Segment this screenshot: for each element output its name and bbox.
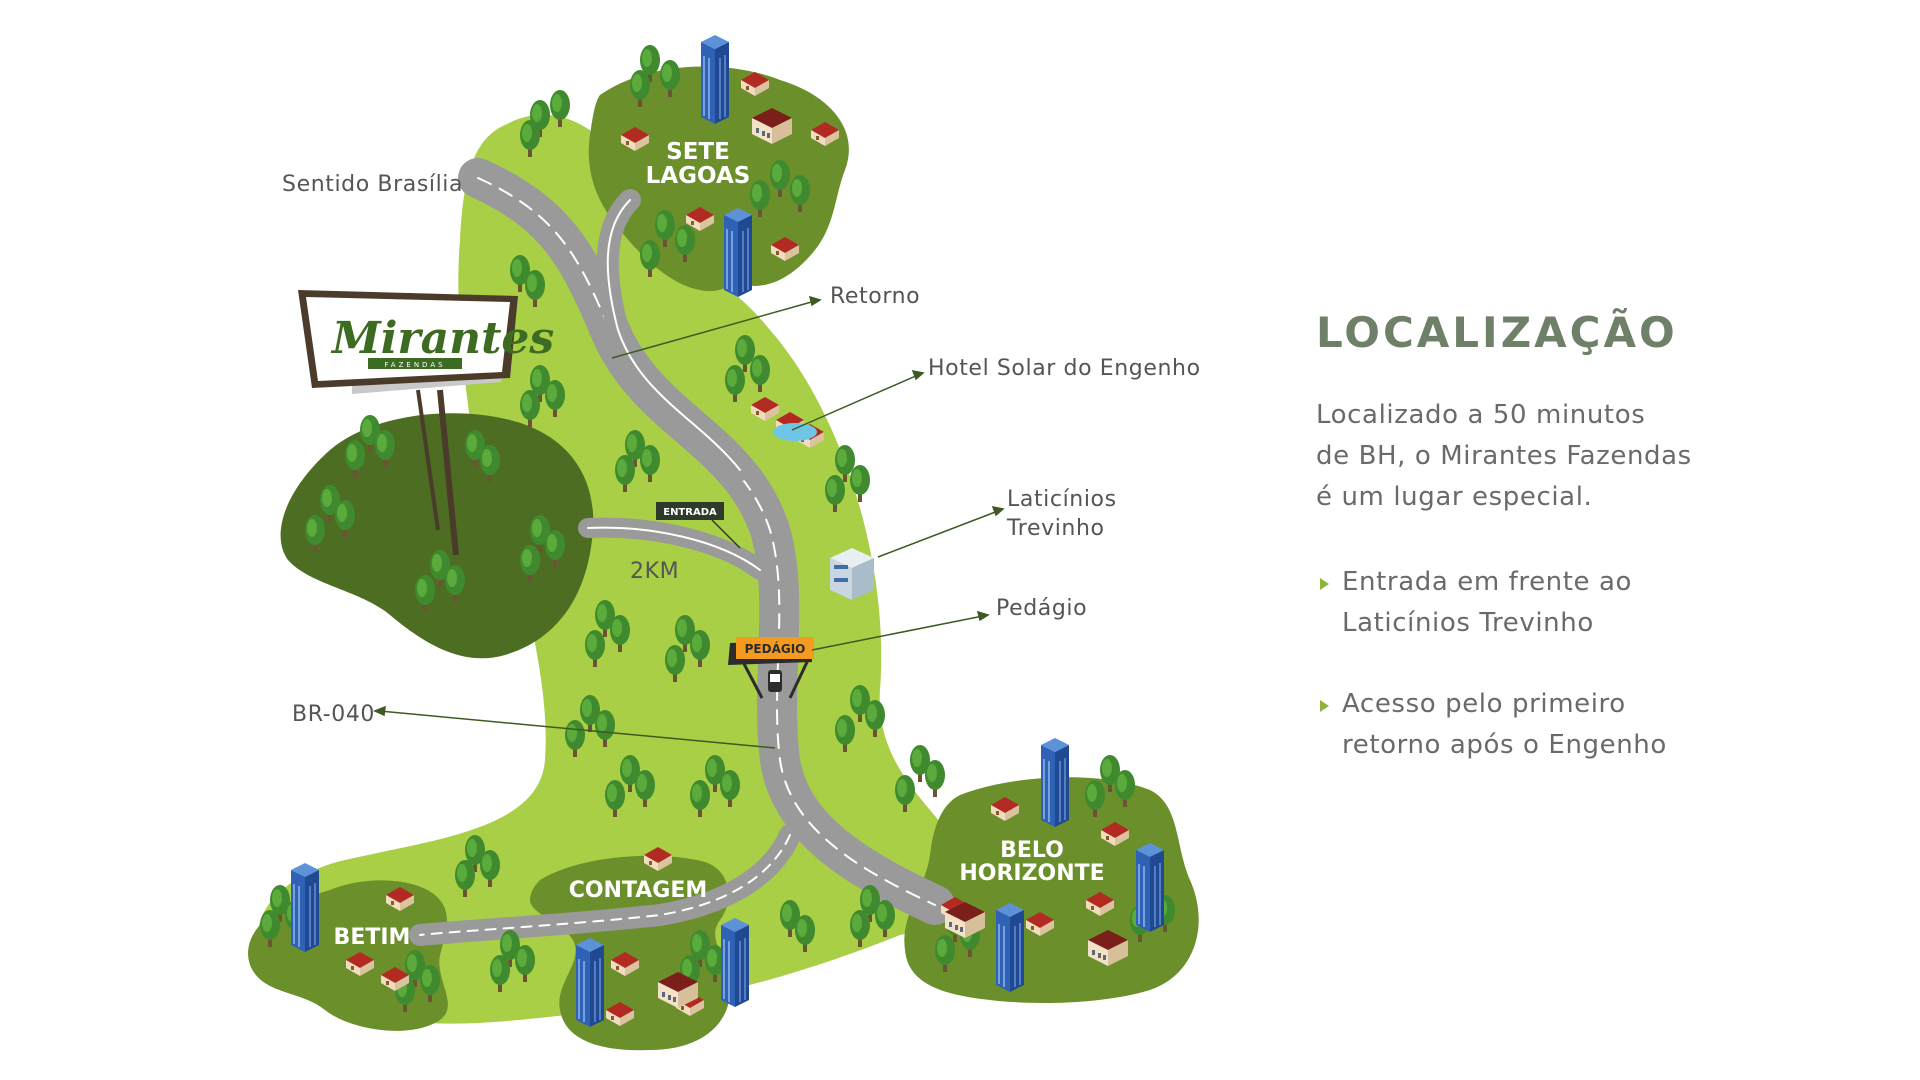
city-belo-horizonte-l1: BELO [1000,838,1064,863]
callouts: Sentido Brasília Retorno Hotel Solar do … [282,172,1201,727]
distance-label: 2KM [630,559,679,584]
laticinios-building [830,548,874,600]
bullet-text: Entrada em frente ao Laticínios Trevinho [1342,567,1633,638]
location-info-panel: LOCALIZAÇÃO Localizado a 50 minutos de B… [1316,308,1876,806]
highway-br-040 [409,158,955,946]
pond [773,423,817,441]
callout-laticinios-l1: Laticínios [1007,487,1117,512]
mirantes-sign: Mirantes FAZENDAS [298,290,554,556]
entrada-tag: ENTRADA [656,502,741,549]
bullet-item: Acesso pelo primeiro retorno após o Enge… [1316,684,1876,766]
triangle-bullet-icon [1320,700,1329,712]
callout-laticinios-l2: Trevinho [1006,516,1105,541]
callout-br-040: BR-040 [292,702,375,727]
bullet-item: Entrada em frente ao Laticínios Trevinho [1316,562,1876,644]
section-title: LOCALIZAÇÃO [1316,308,1678,357]
toll-sign-label: PEDÁGIO [745,641,806,656]
callout-pedagio: Pedágio [996,596,1087,621]
callout-sentido-brasilia: Sentido Brasília [282,172,463,197]
triangle-bullet-icon [1320,578,1329,590]
bullet-text: Acesso pelo primeiro retorno após o Enge… [1342,689,1667,760]
logo-wordmark: Mirantes [330,313,554,364]
city-sete-lagoas-l1: SETE [666,139,730,165]
entrada-label: ENTRADA [663,507,717,518]
city-betim: BETIM [334,925,411,950]
region-map: Mirantes FAZENDAS ENTRADA 2KM PEDÁGIO SE… [248,34,1201,1051]
location-description: Localizado a 50 minutos de BH, o Mirante… [1316,400,1692,512]
city-contagem: CONTAGEM [569,878,708,903]
logo-subtitle: FAZENDAS [384,361,445,369]
city-belo-horizonte-l2: HORIZONTE [959,861,1104,886]
callout-retorno: Retorno [830,284,920,309]
mirantes-forest [280,413,594,659]
toll-sign: PEDÁGIO [728,637,814,699]
city-sete-lagoas-l2: LAGOAS [646,163,751,189]
callout-hotel: Hotel Solar do Engenho [928,356,1201,381]
callout-lines [373,295,1005,749]
city-labels: SETE LAGOAS BELO HORIZONTE CONTAGEM BETI… [334,139,1105,950]
